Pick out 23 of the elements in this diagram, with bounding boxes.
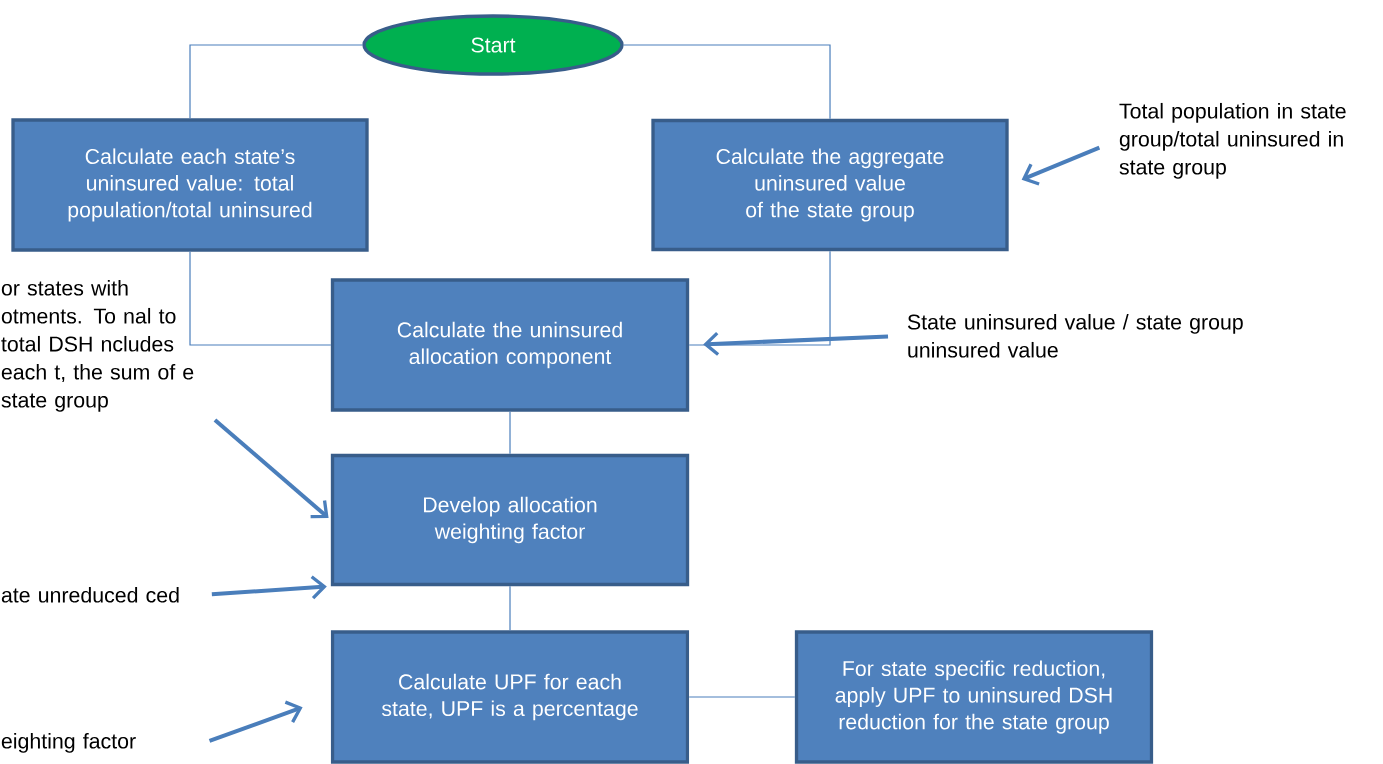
arrow (1021, 145, 1101, 186)
process-box: Calculate the aggregate uninsured value of the state group (651, 118, 1009, 252)
arrow (703, 331, 889, 356)
arrow (208, 700, 303, 743)
connector-line (509, 585, 511, 631)
connector-line (189, 44, 363, 119)
process-box: Calculate UPF for each state, UPF is a percentage (330, 630, 690, 764)
connector-line (623, 44, 831, 120)
process-box: Calculate each state’s uninsured value: total population/total uninsured (11, 118, 369, 252)
note-text: Total population in state group/total uninsured in state group (1119, 102, 1346, 179)
arrow (211, 575, 327, 600)
connector-line (509, 411, 511, 455)
connector-line (189, 251, 332, 346)
process-box: Calculate the uninsured allocation component (330, 278, 690, 412)
arrow (213, 418, 329, 519)
connector-line (688, 250, 831, 346)
note-text: State uninsured value / state group uninsured value (907, 313, 1243, 358)
note-text: ate unreduced ced (1, 586, 179, 603)
note-text: eighting factor (1, 732, 136, 753)
connector-line (688, 696, 796, 698)
process-box: For state specific reduction, apply UPF to uninsured DSH reduction for the state group (794, 630, 1154, 764)
note-text: or states with otments. To nal to total DSH ncludes each t, the sum of e state group (1, 279, 194, 412)
process-box: Develop allocation weighting factor (330, 453, 690, 587)
